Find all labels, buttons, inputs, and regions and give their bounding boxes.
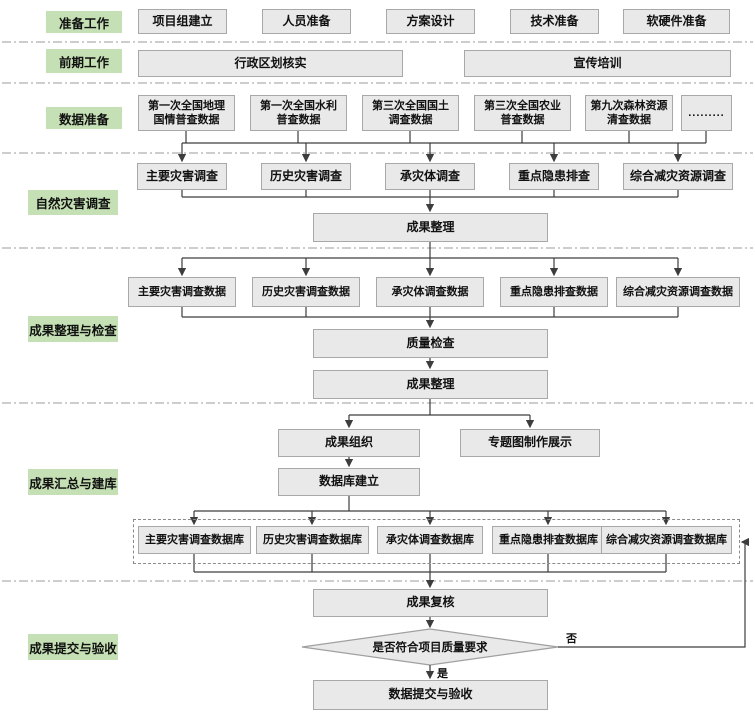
node-mitigation-resource-survey-database: 综合减灾资源调查数据库: [601, 526, 732, 554]
node-thematic-map-display: 专题图制作展示: [460, 429, 600, 457]
node-forest-inventory-line2: 清查数据: [607, 114, 651, 126]
node-admin-division-verify: 行政区划核实: [138, 50, 403, 77]
connector-branch: [349, 399, 530, 416]
lane-label-submission: 成果提交与验收: [28, 634, 118, 660]
edge-label-no: 否: [566, 633, 577, 645]
node-agri-census-data: 第三次全国农业 普查数据: [474, 95, 571, 131]
connector-survey-stems: [181, 190, 679, 197]
node-agri-census-line2: 普查数据: [500, 114, 545, 126]
lane-label-result-check: 成果整理与检查: [28, 316, 118, 342]
node-historical-disaster-survey-database: 历史灾害调查数据库: [256, 526, 369, 554]
node-historical-disaster-survey-data: 历史灾害调查数据: [252, 277, 360, 307]
node-agri-census-line1: 第三次全国农业: [484, 99, 561, 112]
connector-census-stems: [185, 131, 707, 143]
node-geo-census-line1: 第一次全国地理: [148, 99, 225, 112]
node-disaster-bearing-survey: 承灾体调查: [385, 163, 475, 190]
node-disaster-bearing-survey-data: 承灾体调查数据: [376, 277, 484, 307]
node-key-hazard-survey-database: 重点隐患排查数据库: [492, 526, 605, 554]
node-plan-design: 方案设计: [386, 9, 475, 34]
node-mitigation-resource-survey-data: 综合减灾资源调查数据: [616, 277, 740, 307]
node-more-data-ellipsis: .........: [681, 95, 732, 131]
edge-label-yes: 是: [437, 668, 448, 680]
node-forest-inventory-data: 第九次森林资源 清查数据: [585, 95, 673, 131]
node-main-disaster-survey-database: 主要灾害调查数据库: [138, 526, 251, 554]
node-project-setup: 项目组建立: [138, 9, 227, 34]
node-forest-inventory-line1: 第九次森林资源: [590, 99, 668, 112]
node-main-disaster-survey: 主要灾害调查: [137, 163, 227, 190]
node-geo-census-line2: 国情普查数据: [153, 114, 220, 126]
lane-label-disaster-survey: 自然灾害调查: [28, 190, 118, 215]
lane-label-result-database: 成果汇总与建库: [28, 469, 118, 495]
node-land-survey-data: 第三次全国国土 调查数据: [362, 95, 459, 131]
node-disaster-bearing-survey-database: 承灾体调查数据库: [377, 526, 483, 554]
lane-label-early-work: 前期工作: [46, 49, 122, 73]
node-land-survey-line1: 第三次全国国土: [372, 99, 449, 112]
node-data-submission-acceptance: 数据提交与验收: [313, 680, 548, 710]
node-historical-disaster-survey: 历史灾害调查: [261, 163, 351, 190]
decision-quality-requirement: 是否符合项目质量要求: [372, 642, 488, 654]
lane-label-data-preparation: 数据准备: [46, 107, 122, 129]
node-quality-check: 质量检查: [313, 329, 548, 358]
node-water-census-data: 第一次全国水利 普查数据: [250, 95, 347, 131]
node-main-disaster-survey-data: 主要灾害调查数据: [128, 277, 236, 307]
node-land-survey-line2: 调查数据: [388, 114, 433, 126]
node-result-sorting-2: 成果整理: [313, 370, 548, 399]
node-result-sorting-1: 成果整理: [313, 213, 548, 242]
node-result-organization: 成果组织: [278, 429, 420, 457]
node-key-hazard-survey-data: 重点隐患排查数据: [500, 277, 608, 307]
lane-separator-lines: [2, 41, 753, 582]
node-database-establishment: 数据库建立: [278, 468, 420, 496]
node-key-hazard-survey: 重点隐患排查: [509, 163, 599, 190]
node-water-census-line2: 普查数据: [276, 114, 321, 126]
node-personnel-preparation: 人员准备: [262, 9, 351, 34]
node-software-hardware-preparation: 软硬件准备: [623, 9, 730, 34]
node-water-census-line1: 第一次全国水利: [260, 99, 337, 112]
node-technical-preparation: 技术准备: [510, 9, 599, 34]
node-publicity-training: 宣传培训: [464, 50, 731, 77]
connector-no-feedback: [558, 537, 750, 648]
lane-label-preparation: 准备工作: [46, 11, 122, 33]
node-result-review: 成果复核: [313, 589, 548, 617]
connector-data-stems: [181, 307, 679, 317]
node-mitigation-resource-survey: 综合减灾资源调查: [623, 163, 733, 190]
database-group-container: [133, 519, 740, 564]
node-geo-census-data: 第一次全国地理 国情普查数据: [138, 95, 235, 131]
